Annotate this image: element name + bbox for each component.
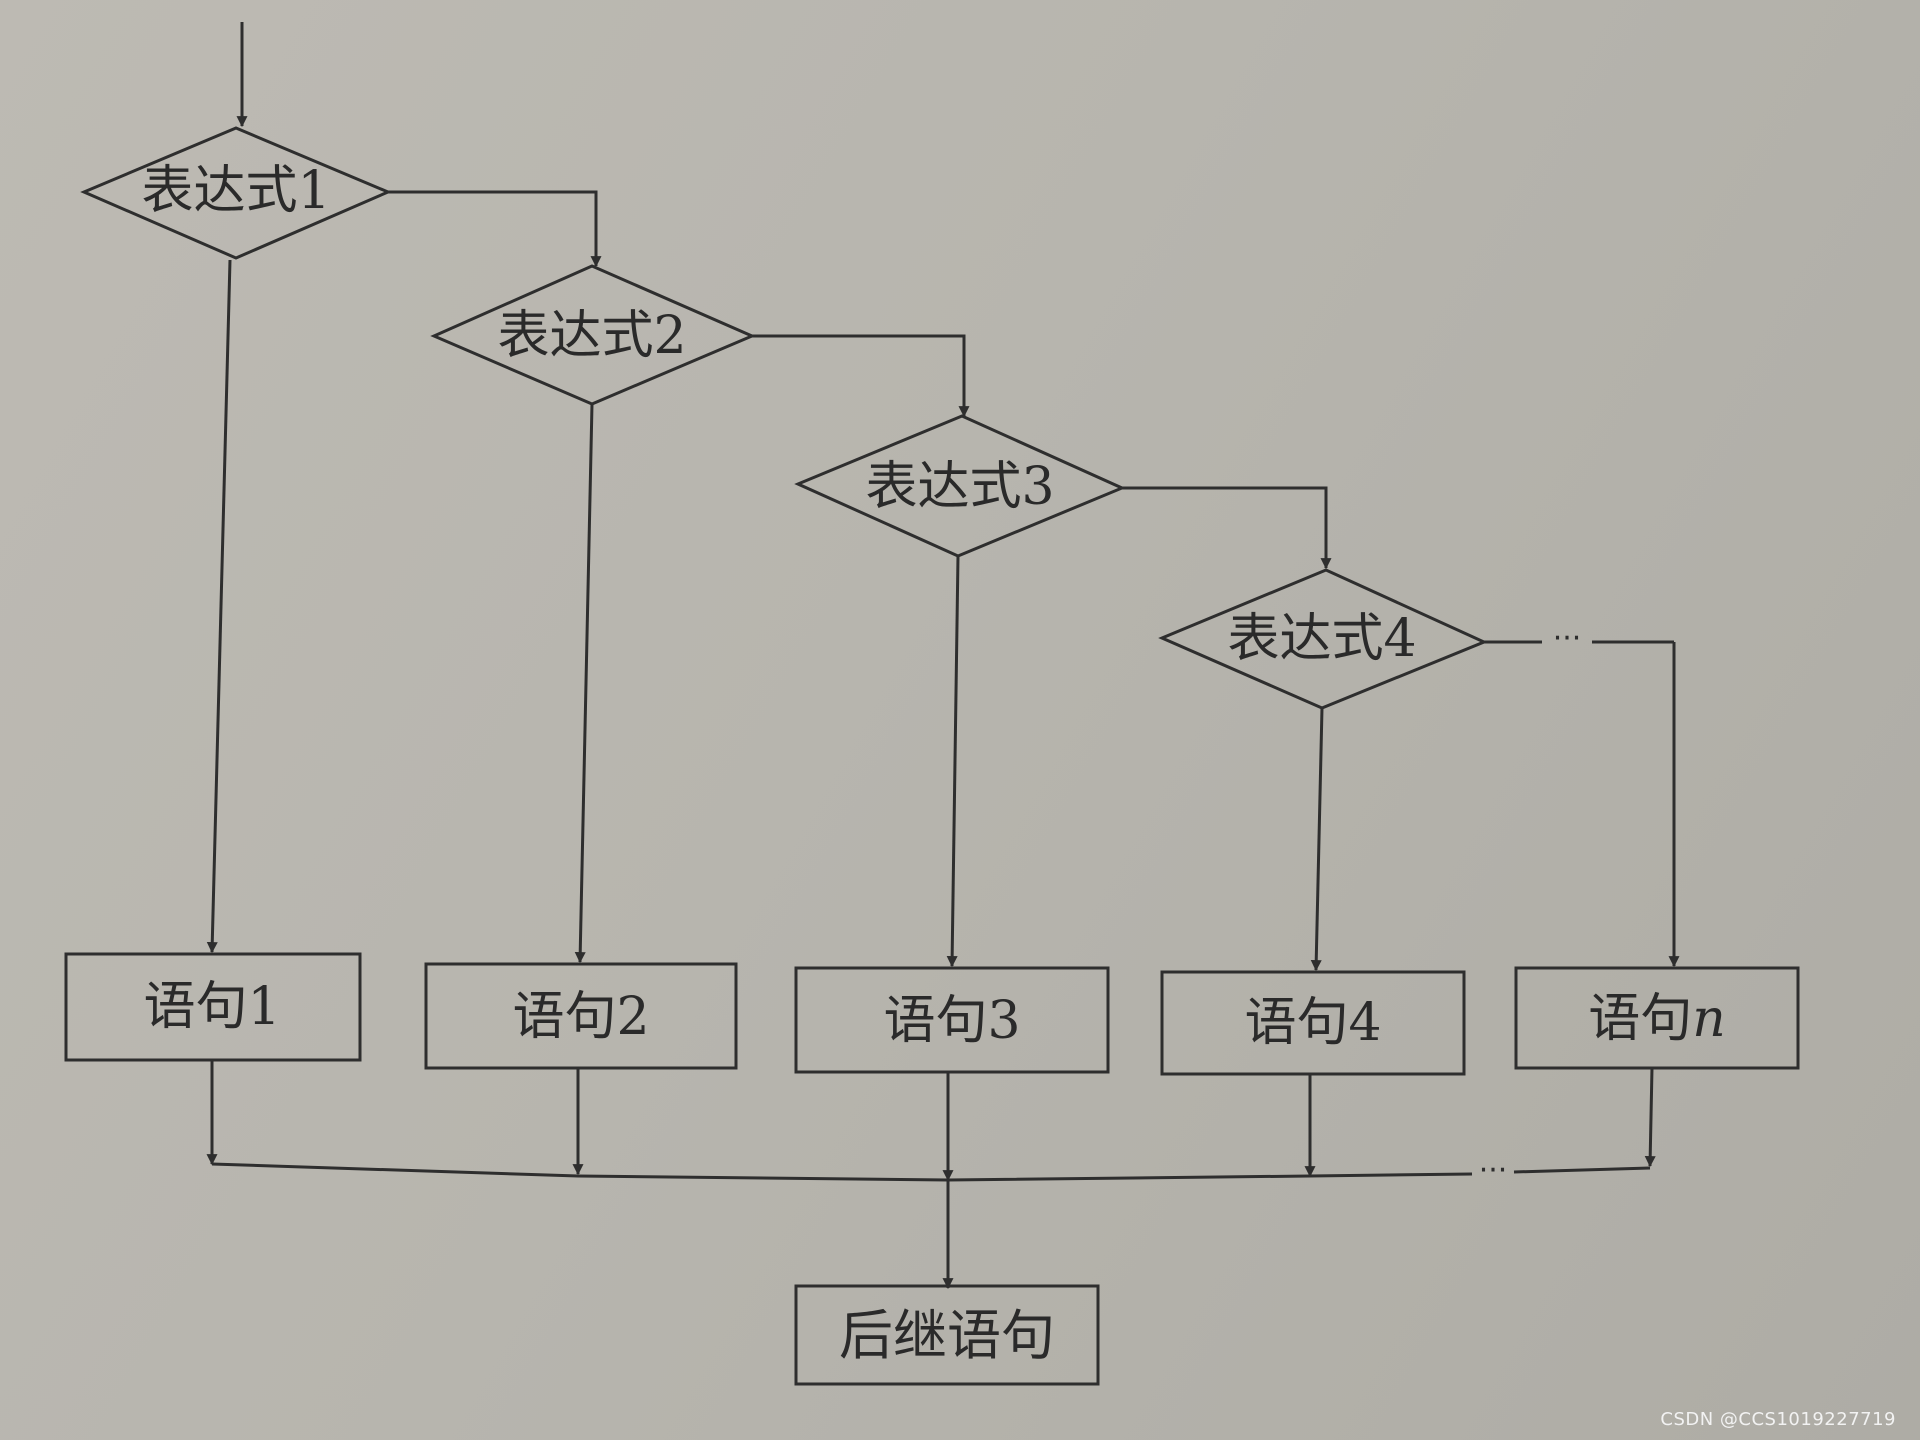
statement-1-box (64, 952, 362, 1062)
decision-4-diamond (1158, 568, 1488, 710)
ellipsis-merge: ··· (1479, 1153, 1508, 1188)
ellipsis-d4-sn: ··· (1553, 621, 1582, 656)
edge-d3-d4 (1122, 486, 1332, 570)
watermark: CSDN @CCS1019227719 (1660, 1409, 1896, 1430)
statement-n-prefix: 语句 (1588, 989, 1692, 1049)
merge-line (211, 1162, 1473, 1182)
merge-line-right (1513, 1166, 1651, 1174)
decision-4-label: 表达式4 (1227, 609, 1416, 669)
statement-n-label: 语句n (1588, 989, 1726, 1049)
edge-d3-s3 (946, 555, 960, 968)
edge-d4-s4 (1310, 707, 1324, 972)
statement-3-box (794, 966, 1110, 1074)
statement-4-label: 语句4 (1244, 993, 1381, 1053)
decision-2-diamond (430, 264, 756, 406)
statement-4-box (1160, 970, 1466, 1076)
final-statement-box (794, 1284, 1100, 1386)
statement-2-label: 语句2 (512, 987, 649, 1047)
edge-sn-merge (1644, 1067, 1656, 1168)
edge-d1-d2 (388, 190, 602, 268)
final-statement-label: 后继语句 (839, 1304, 1055, 1367)
statement-1-label: 语句1 (143, 977, 280, 1037)
statement-n-box (1514, 966, 1800, 1070)
decision-3-label: 表达式3 (865, 457, 1054, 517)
decision-1-diamond (80, 126, 392, 260)
statement-2-box (424, 962, 738, 1070)
edge-d2-d3 (752, 334, 970, 418)
statement-n-suffix: n (1692, 989, 1726, 1049)
edge-d2-s2 (574, 403, 594, 964)
statement-3-label: 语句3 (883, 991, 1020, 1051)
decision-3-diamond (794, 414, 1126, 558)
decision-1-label: 表达式1 (141, 161, 330, 221)
edge-d1-s1 (206, 259, 232, 954)
decision-2-label: 表达式2 (497, 306, 686, 366)
